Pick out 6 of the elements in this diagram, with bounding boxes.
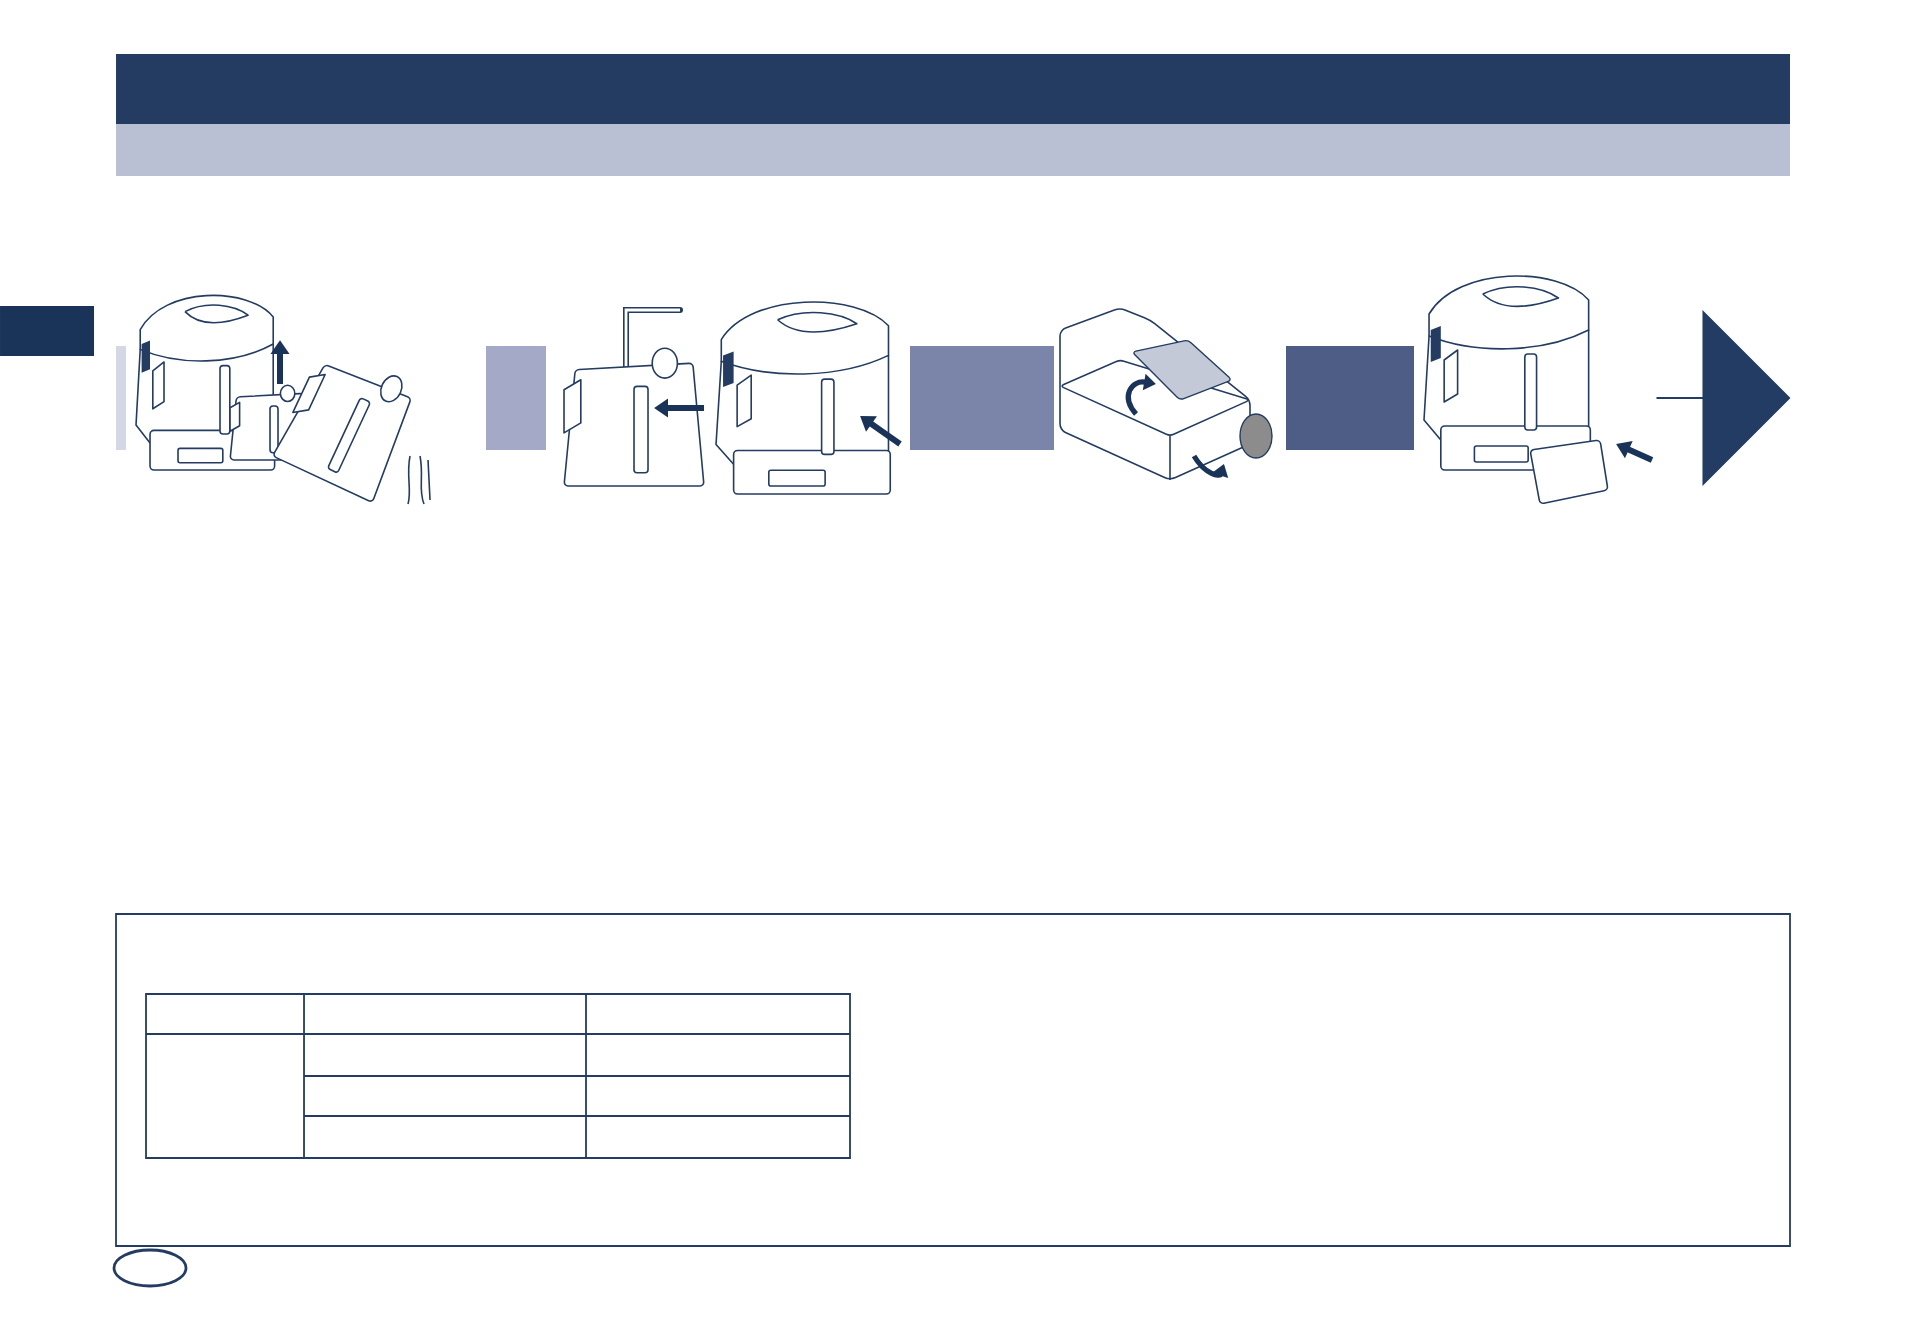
step-box xyxy=(486,346,546,450)
page-oval xyxy=(112,1248,188,1288)
step-box xyxy=(116,346,126,450)
step-box xyxy=(910,346,1054,450)
step-box xyxy=(1286,346,1414,450)
next-arrow xyxy=(1656,310,1791,486)
